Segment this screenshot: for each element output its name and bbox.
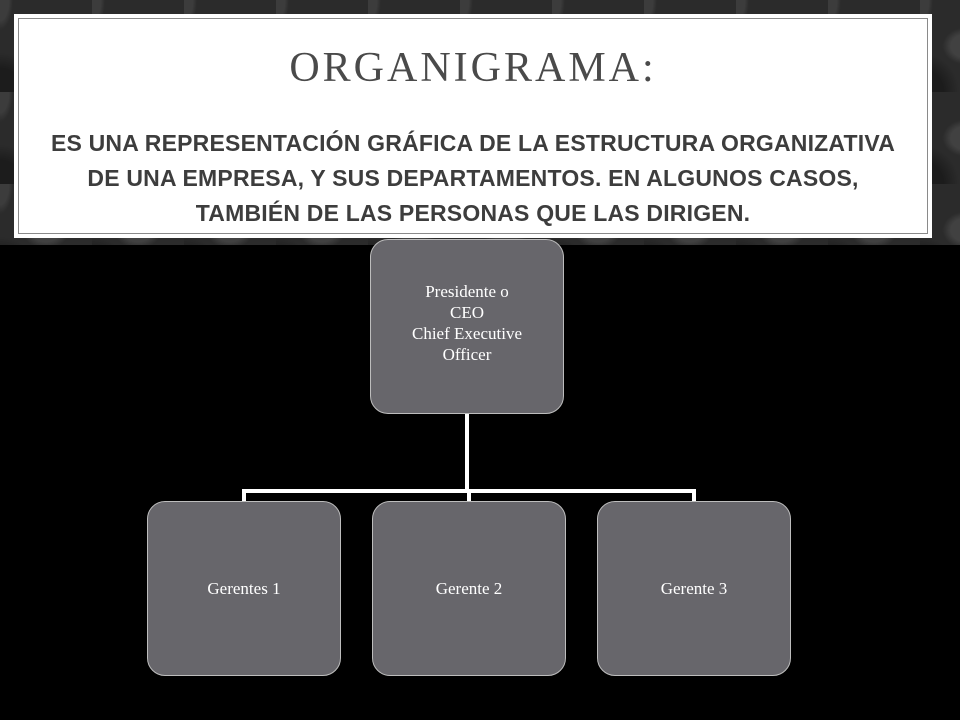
org-node-manager-1: Gerentes 1 [147,501,341,676]
org-node-manager-2-label: Gerente 2 [435,579,503,598]
slide-subtitle: ES UNA REPRESENTACIÓN GRÁFICA DE LA ESTR… [50,130,896,226]
slide-title: ORGANIGRAMA: [289,45,657,91]
org-node-manager-3-label: Gerente 3 [660,579,728,598]
org-node-ceo: Presidente o CEO Chief Executive Officer [370,239,564,414]
org-node-manager-3: Gerente 3 [597,501,791,676]
org-node-ceo-label: Presidente o CEO Chief Executive Officer [412,281,522,364]
title-box: ORGANIGRAMA: ES UNA REPRESENTACIÓN GRÁFI… [14,14,932,238]
org-node-manager-2: Gerente 2 [372,501,566,676]
org-node-manager-1-label: Gerentes 1 [207,579,281,598]
